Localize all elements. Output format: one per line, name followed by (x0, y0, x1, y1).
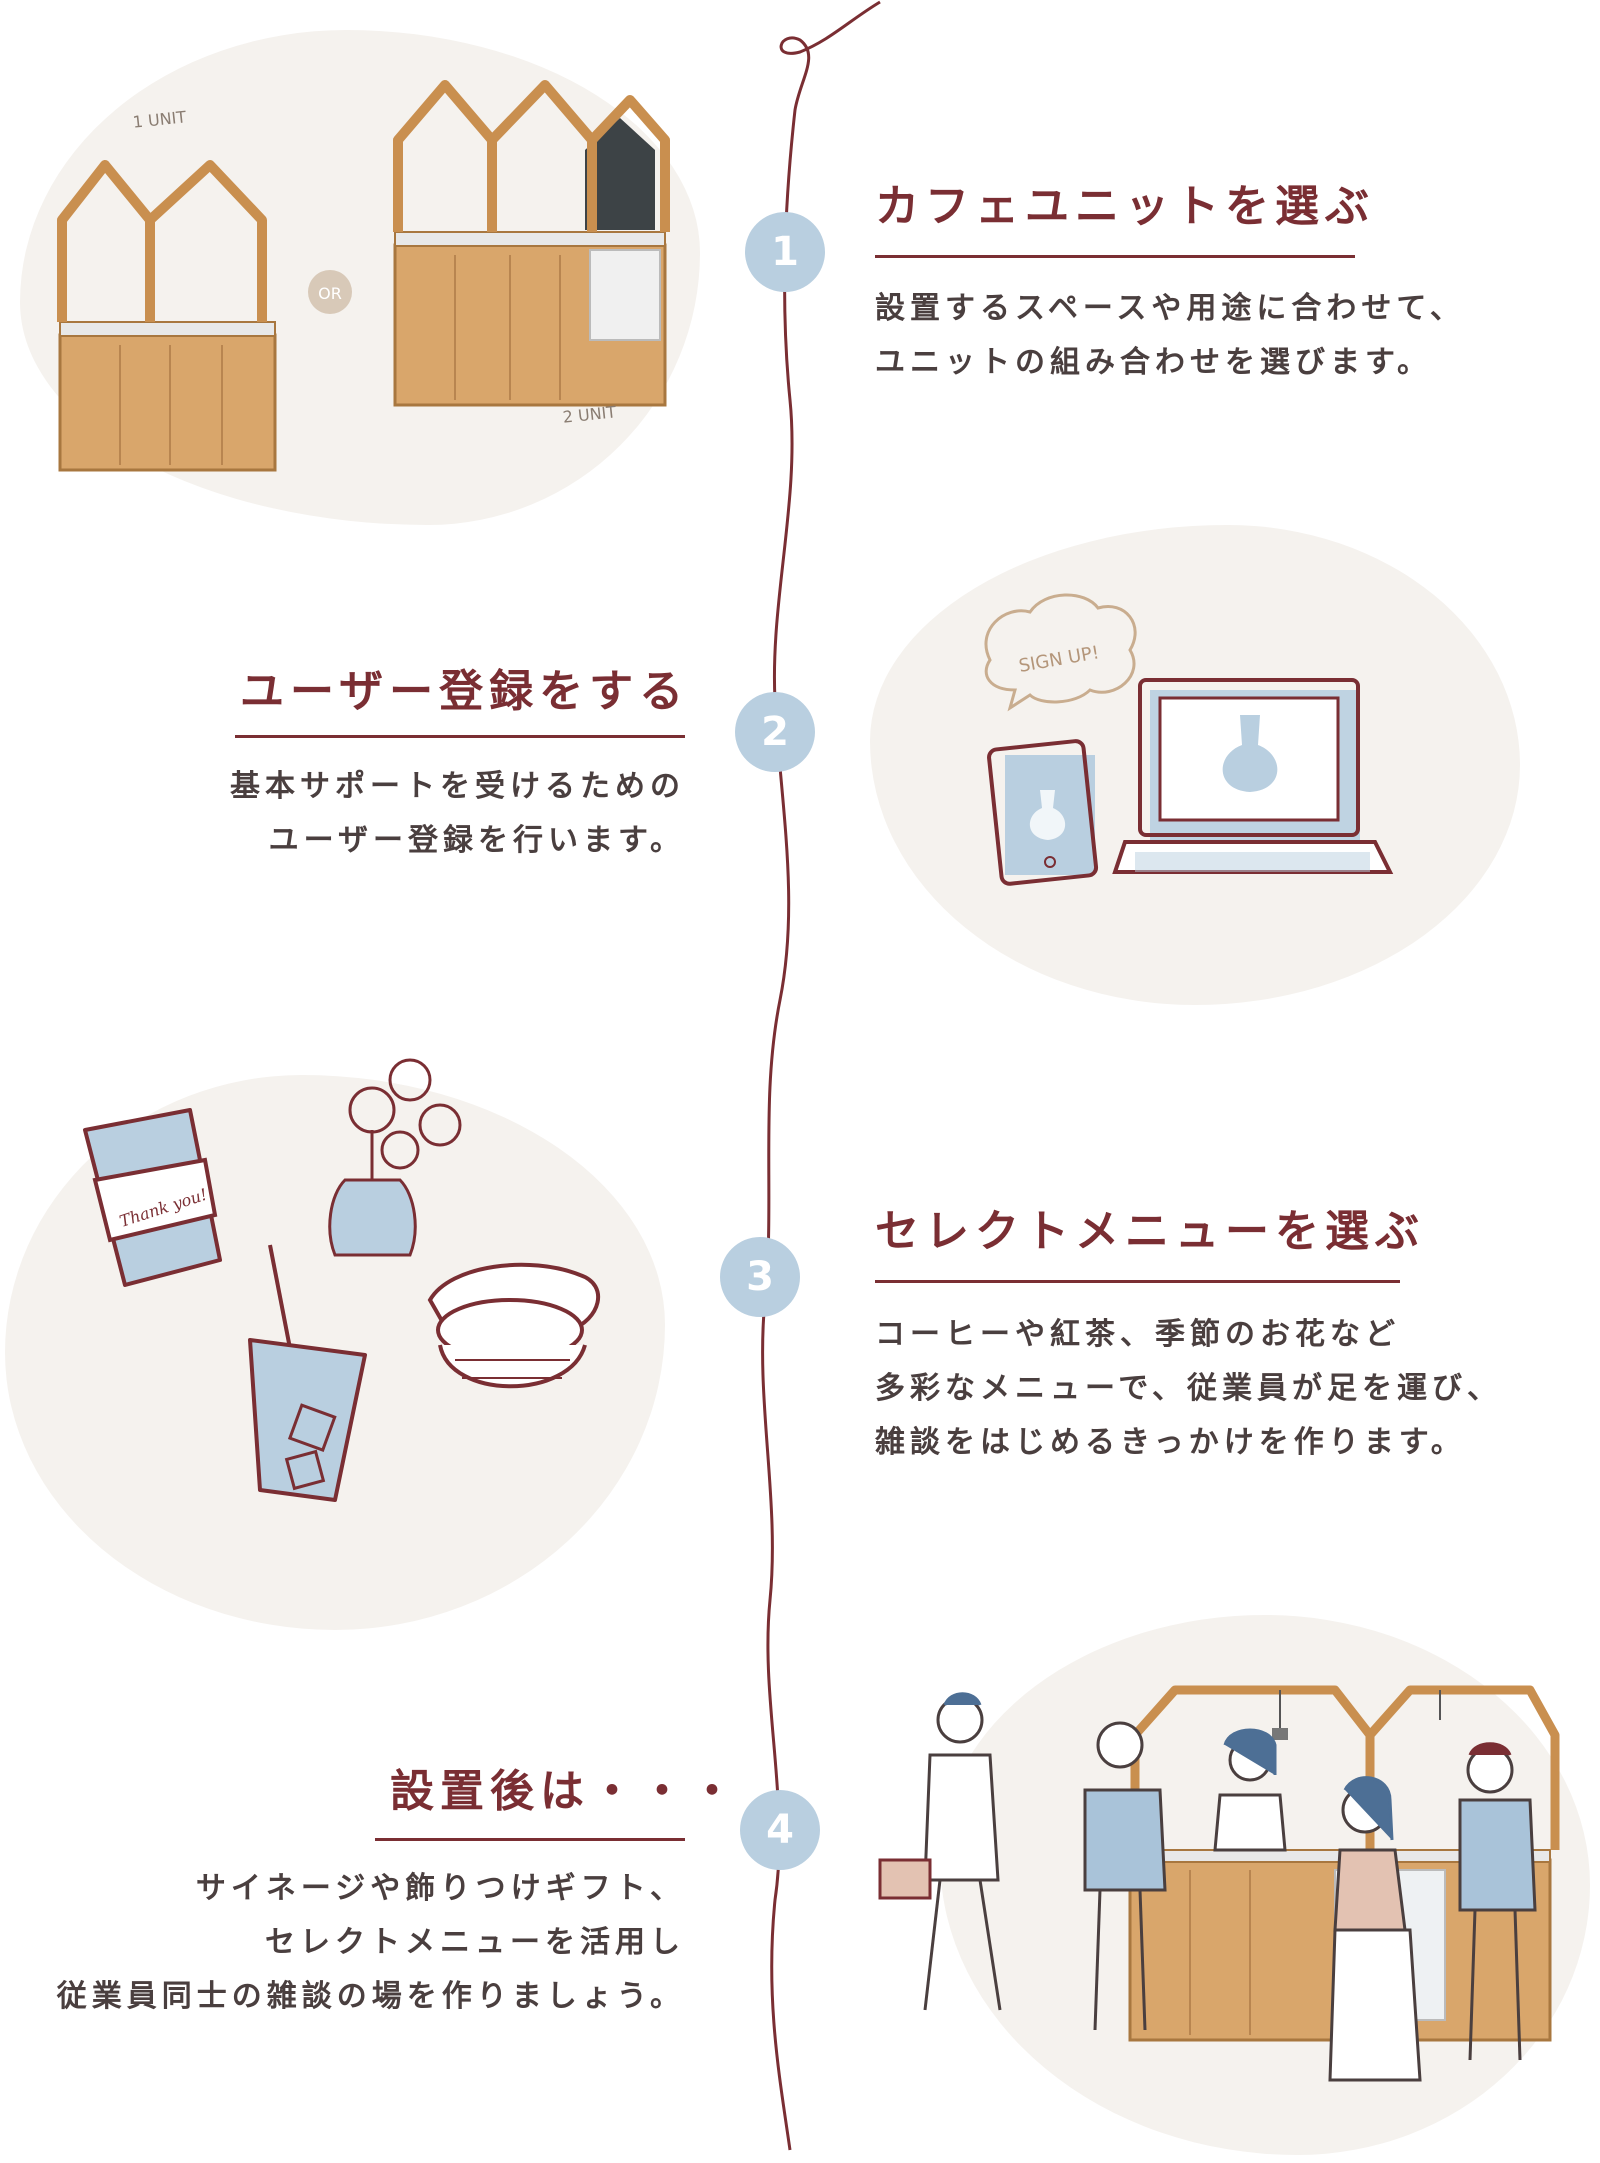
step3-description: コーヒーや紅茶、季節のお花など 多彩なメニューで、従業員が足を運び、 雑談をはじ… (875, 1308, 1502, 1470)
step4-desc-line: セレクトメニューを活用し (265, 1925, 685, 1960)
or-badge: OR (308, 270, 352, 314)
step3-desc-line: コーヒーや紅茶、季節のお花など (875, 1317, 1400, 1352)
step3-desc-line: 多彩なメニューで、従業員が足を運び、 (875, 1371, 1502, 1406)
step1-description: 設置するスペースや用途に合わせて、 ユニットの組み合わせを選びます。 (875, 282, 1465, 390)
step4-divider (375, 1838, 685, 1841)
step1-title: カフェユニットを選ぶ (875, 181, 1375, 232)
person-barista (1213, 1728, 1287, 1852)
step4-desc-line: 従業員同士の雑談の場を作りましょう。 (56, 1979, 685, 2014)
step1-desc-line: ユニットの組み合わせを選びます。 (875, 345, 1432, 380)
iced-drink-icon (248, 1244, 367, 1502)
single-unit-cabinet (57, 160, 277, 472)
laptop-icon (1112, 678, 1394, 874)
double-unit-cabinet (393, 80, 670, 407)
person-suit (878, 1692, 1002, 2011)
step4-description: サイネージや飾りつけギフト、 セレクトメニューを活用し 従業員同士の雑談の場を作… (40, 1862, 685, 2024)
person-woman (1328, 1776, 1422, 2082)
step-number-badge-1: 1 (745, 212, 825, 292)
step2-title: ユーザー登録をする (240, 666, 690, 717)
step2-divider (235, 735, 685, 738)
bread-basket-icon (427, 1262, 601, 1389)
or-label: OR (318, 284, 342, 303)
step-number-badge-4: 4 (740, 1790, 820, 1870)
signup-device-illustration: SIGN UP! (984, 593, 1394, 886)
flower-vase-icon (328, 1058, 462, 1257)
step4-title: 設置後は・・・ (390, 1766, 740, 1817)
step3-desc-line: 雑談をはじめるきっかけを作ります。 (875, 1425, 1466, 1460)
step1-desc-line: 設置するスペースや用途に合わせて、 (875, 291, 1465, 326)
step2-desc-line: ユーザー登録を行います。 (268, 823, 685, 858)
step2-description: 基本サポートを受けるための ユーザー登録を行います。 (150, 760, 685, 868)
step3-divider (875, 1280, 1400, 1283)
coffee-cup-icon: Thank you! (83, 1108, 222, 1287)
step1-divider (875, 255, 1355, 258)
person-glasses (1458, 1742, 1537, 2061)
step4-desc-line: サイネージや飾りつけギフト、 (195, 1871, 685, 1906)
step-number-badge-2: 2 (735, 692, 815, 772)
step2-desc-line: 基本サポートを受けるための (230, 769, 685, 804)
cafe-unit-illustration: OR 1 UNIT 2 UNIT (57, 80, 670, 472)
step3-title: セレクトメニューを選ぶ (875, 1206, 1425, 1257)
step-number-badge-3: 3 (720, 1237, 800, 1317)
person-blue-jacket (1083, 1721, 1167, 2031)
smartphone-icon (987, 739, 1099, 886)
select-menu-illustration: Thank you! (83, 1058, 601, 1502)
